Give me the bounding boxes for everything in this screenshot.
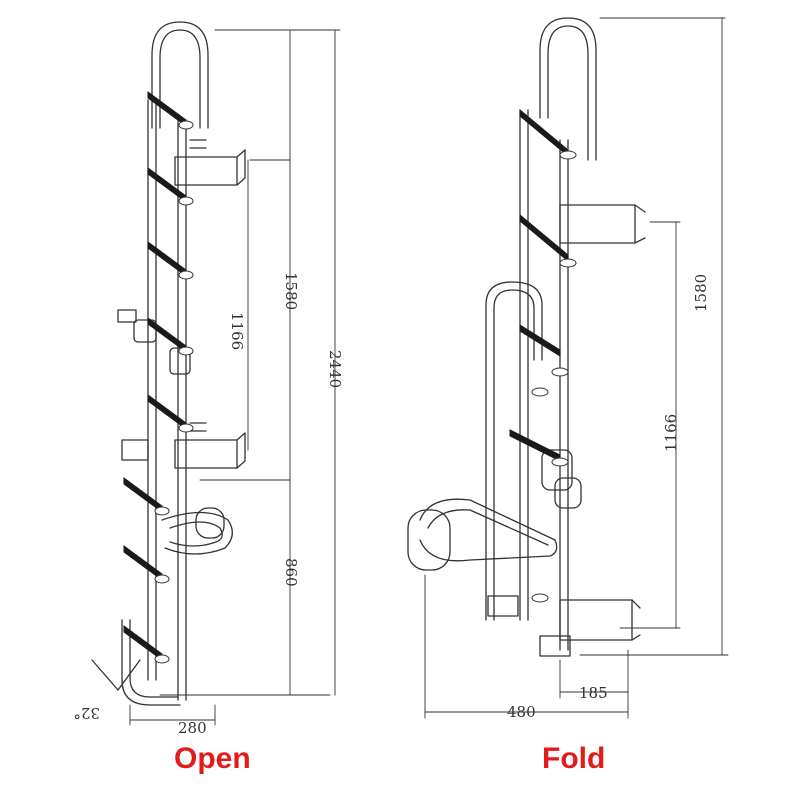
fold-dim-1166: 1166 (662, 414, 680, 452)
rung-caps (154, 120, 577, 664)
fold-caption: Fold (542, 742, 606, 775)
open-dim-2440: 2440 (326, 350, 344, 388)
open-caption: Open (174, 742, 251, 775)
fold-dimension-lines (424, 17, 729, 719)
open-dim-angle: 32° (73, 704, 100, 722)
fold-ladder (407, 17, 646, 657)
open-dim-860: 860 (282, 558, 300, 587)
open-dim-1166: 1166 (228, 312, 246, 350)
fold-dim-480: 480 (507, 703, 536, 721)
open-dim-1580: 1580 (282, 272, 300, 310)
open-dimension-lines (129, 29, 341, 726)
fold-dim-1580: 1580 (692, 274, 710, 312)
open-dim-280: 280 (178, 719, 207, 737)
fold-dim-185: 185 (579, 684, 608, 702)
open-ladder (91, 21, 246, 706)
tread-set (123, 91, 569, 661)
